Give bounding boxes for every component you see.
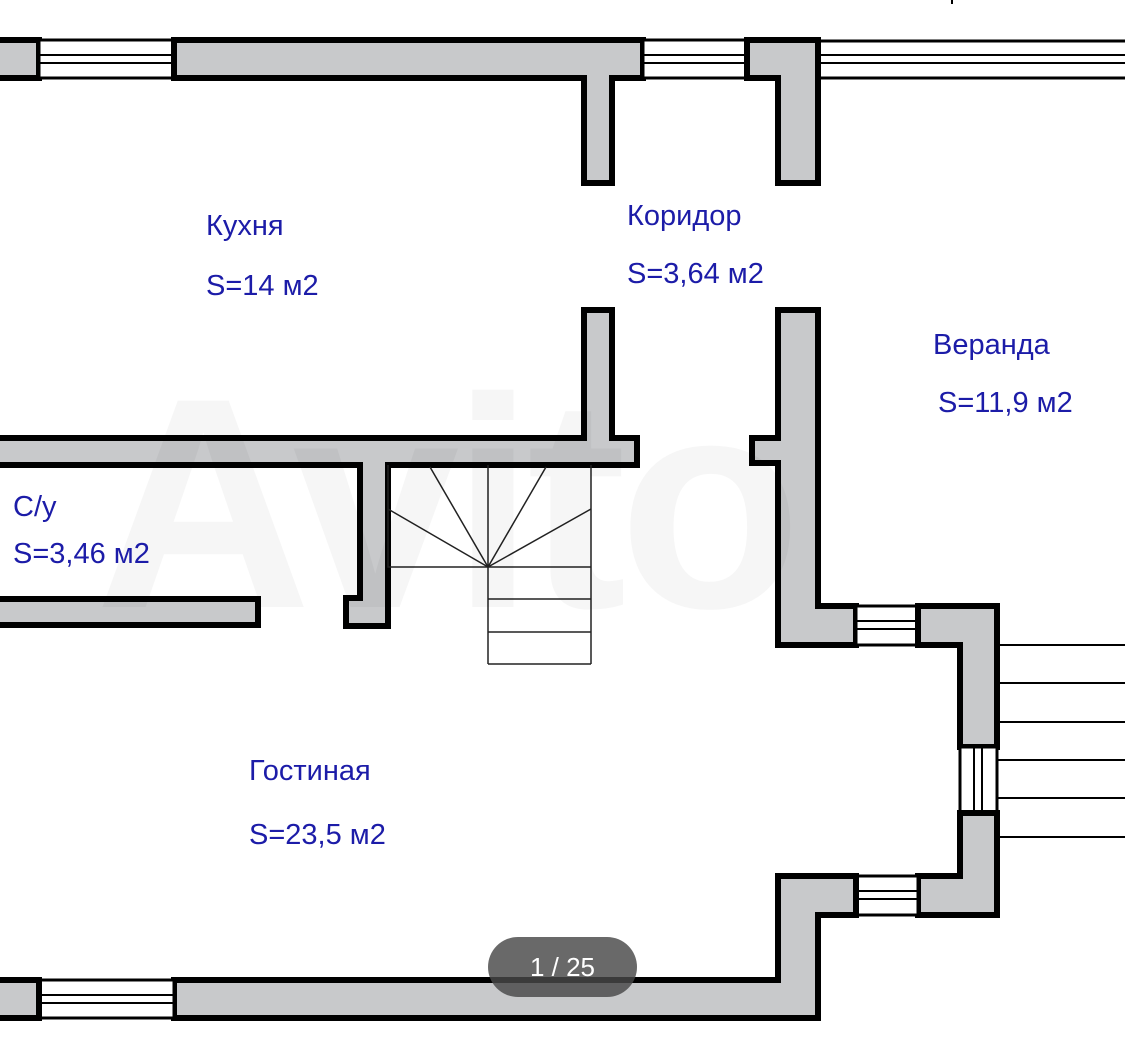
top-wall	[0, 37, 1125, 186]
staircase	[387, 465, 592, 665]
window-veranda-upper	[854, 604, 920, 647]
room-name-living-room: Гостиная	[249, 755, 371, 787]
room-name-corridor: Коридор	[627, 200, 742, 232]
kitchen-bath-wall	[0, 307, 640, 629]
room-area-corridor: S=3,64 м2	[627, 258, 764, 290]
bay-wall-lower	[915, 810, 1000, 918]
corridor-right-wall	[749, 307, 859, 648]
window-top-veranda	[818, 39, 1125, 80]
window-top-corridor	[641, 38, 749, 80]
window-bay	[958, 745, 999, 815]
window-bottom-left	[37, 978, 176, 1020]
window-living-lower	[854, 874, 920, 917]
veranda-steps	[997, 644, 1125, 838]
room-area-veranda: S=11,9 м2	[938, 387, 1073, 419]
room-name-bathroom: С/у	[13, 491, 57, 523]
window-top-left	[37, 38, 176, 80]
bottom-left-wall	[0, 977, 42, 1021]
room-area-living-room: S=23,5 м2	[249, 819, 386, 851]
room-area-bathroom: S=3,46 м2	[13, 538, 150, 570]
top-edge-mark	[951, 0, 953, 4]
bath-bottom-wall	[0, 596, 261, 628]
room-name-kitchen: Кухня	[206, 210, 284, 242]
image-counter-badge: 1 / 25	[488, 937, 637, 997]
room-area-kitchen: S=14 м2	[206, 270, 319, 302]
room-name-veranda: Веранда	[933, 329, 1050, 361]
bay-wall-upper	[915, 603, 1000, 750]
